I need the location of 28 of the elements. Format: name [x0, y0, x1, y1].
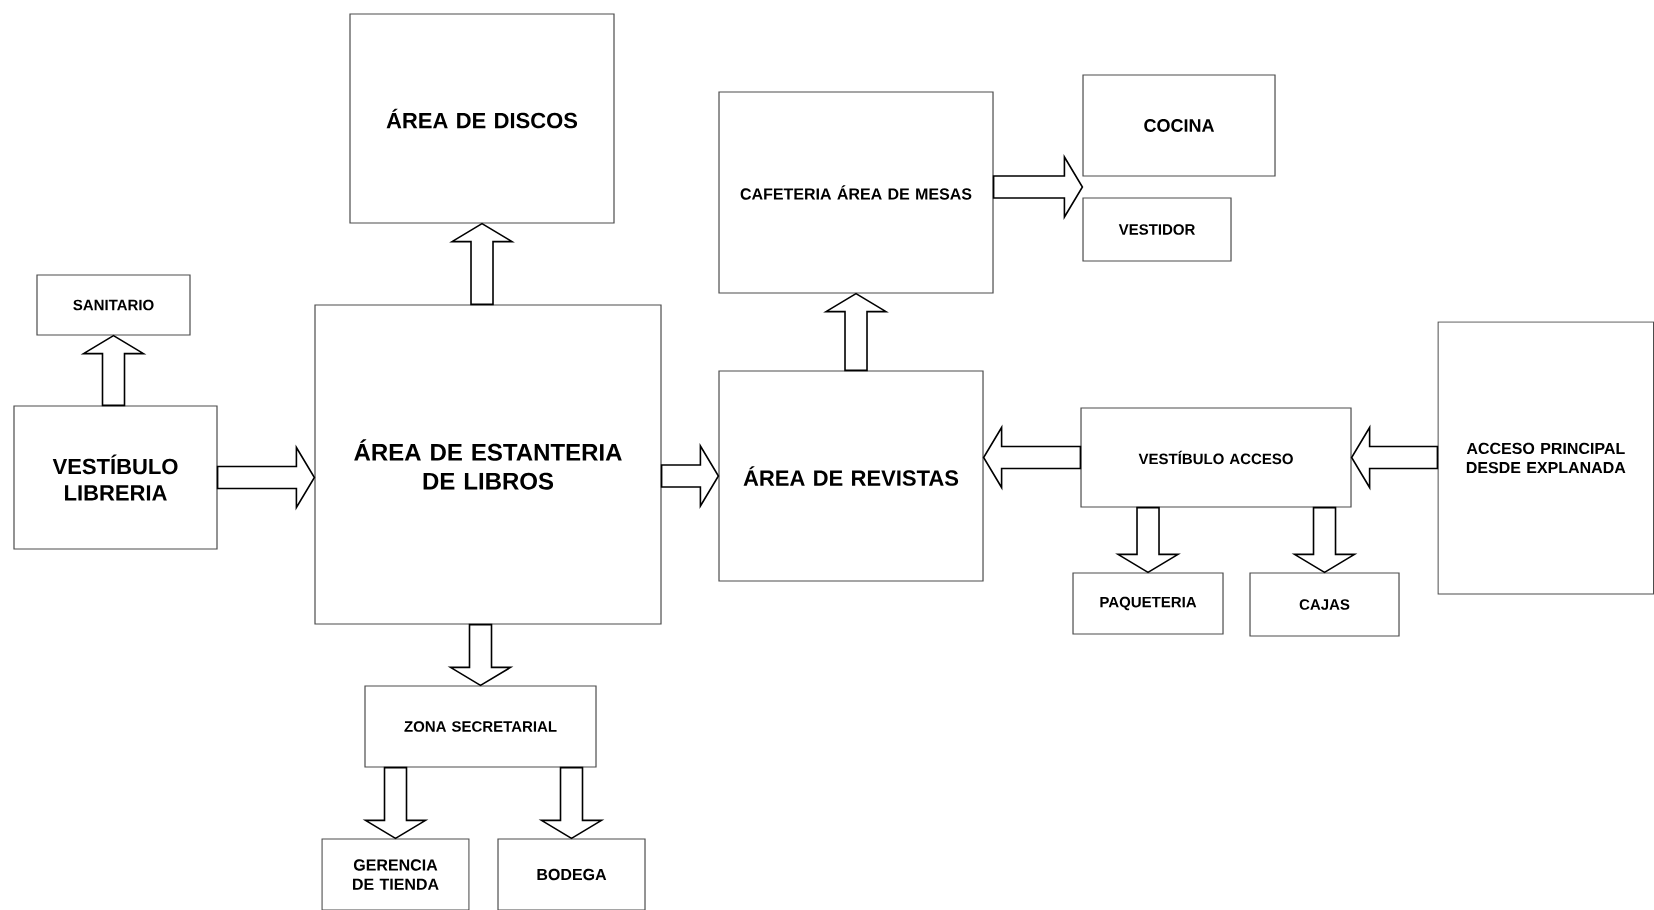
room-box: GERENCIA DE TIENDA — [321, 838, 470, 910]
block-arrow — [216, 444, 316, 511]
block-arrow — [992, 154, 1084, 220]
room-box: SANITARIO — [36, 274, 191, 336]
block-arrow — [449, 222, 515, 306]
room-box: COCINA — [1082, 74, 1276, 177]
room-box: CAFETERIA ÁREA DE MESAS — [718, 91, 994, 294]
room-box: VESTÍBULO LIBRERIA — [13, 405, 218, 550]
room-box: ÁREA DE DISCOS — [349, 13, 615, 224]
block-arrow — [823, 292, 889, 372]
block-arrow — [1350, 424, 1439, 491]
room-box: ACCESO PRINCIPAL DESDE EXPLANADA — [1437, 321, 1654, 595]
block-arrow — [447, 623, 514, 687]
room-box: ZONA SECRETARIAL — [364, 685, 597, 768]
room-box: ÁREA DE ESTANTERIA DE LIBROS — [314, 304, 662, 625]
block-arrow — [1115, 506, 1181, 574]
room-box: VESTIDOR — [1082, 197, 1232, 262]
room-box: PAQUETERIA — [1072, 572, 1224, 635]
room-box: BODEGA — [497, 838, 646, 910]
block-arrow — [660, 443, 720, 509]
room-box: VESTÍBULO ACCESO — [1080, 407, 1352, 508]
block-arrow — [362, 766, 429, 840]
room-box: ÁREA DE REVISTAS — [718, 370, 984, 582]
room-box: CAJAS — [1249, 572, 1400, 637]
block-arrow — [80, 334, 147, 407]
block-arrow — [982, 424, 1082, 491]
block-arrow — [538, 766, 605, 840]
block-arrow — [1291, 506, 1358, 574]
